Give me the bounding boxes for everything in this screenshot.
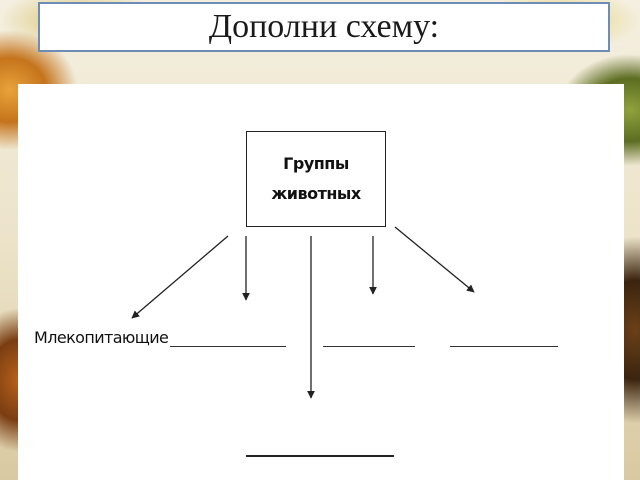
arrow-to-blank-3 xyxy=(394,226,475,293)
root-node-animal-groups: Группы животных xyxy=(246,131,386,227)
root-node-label-line1: Группы xyxy=(283,154,349,173)
slide-title-box: Дополни схему: xyxy=(38,2,610,52)
branch-label-mammals: Млекопитающие xyxy=(34,328,169,347)
root-node-label-line2: животных xyxy=(271,184,361,203)
answer-blank-1[interactable] xyxy=(170,346,286,347)
arrow-to-mammals xyxy=(131,235,229,319)
diagram-arrows xyxy=(131,226,475,399)
diagram-panel: Группы животных Млекопитающие xyxy=(18,84,624,480)
answer-blank-bottom[interactable] xyxy=(246,455,394,457)
slide-title: Дополни схему: xyxy=(208,8,440,45)
answer-blank-2[interactable] xyxy=(323,346,415,347)
answer-blank-3[interactable] xyxy=(450,346,558,347)
